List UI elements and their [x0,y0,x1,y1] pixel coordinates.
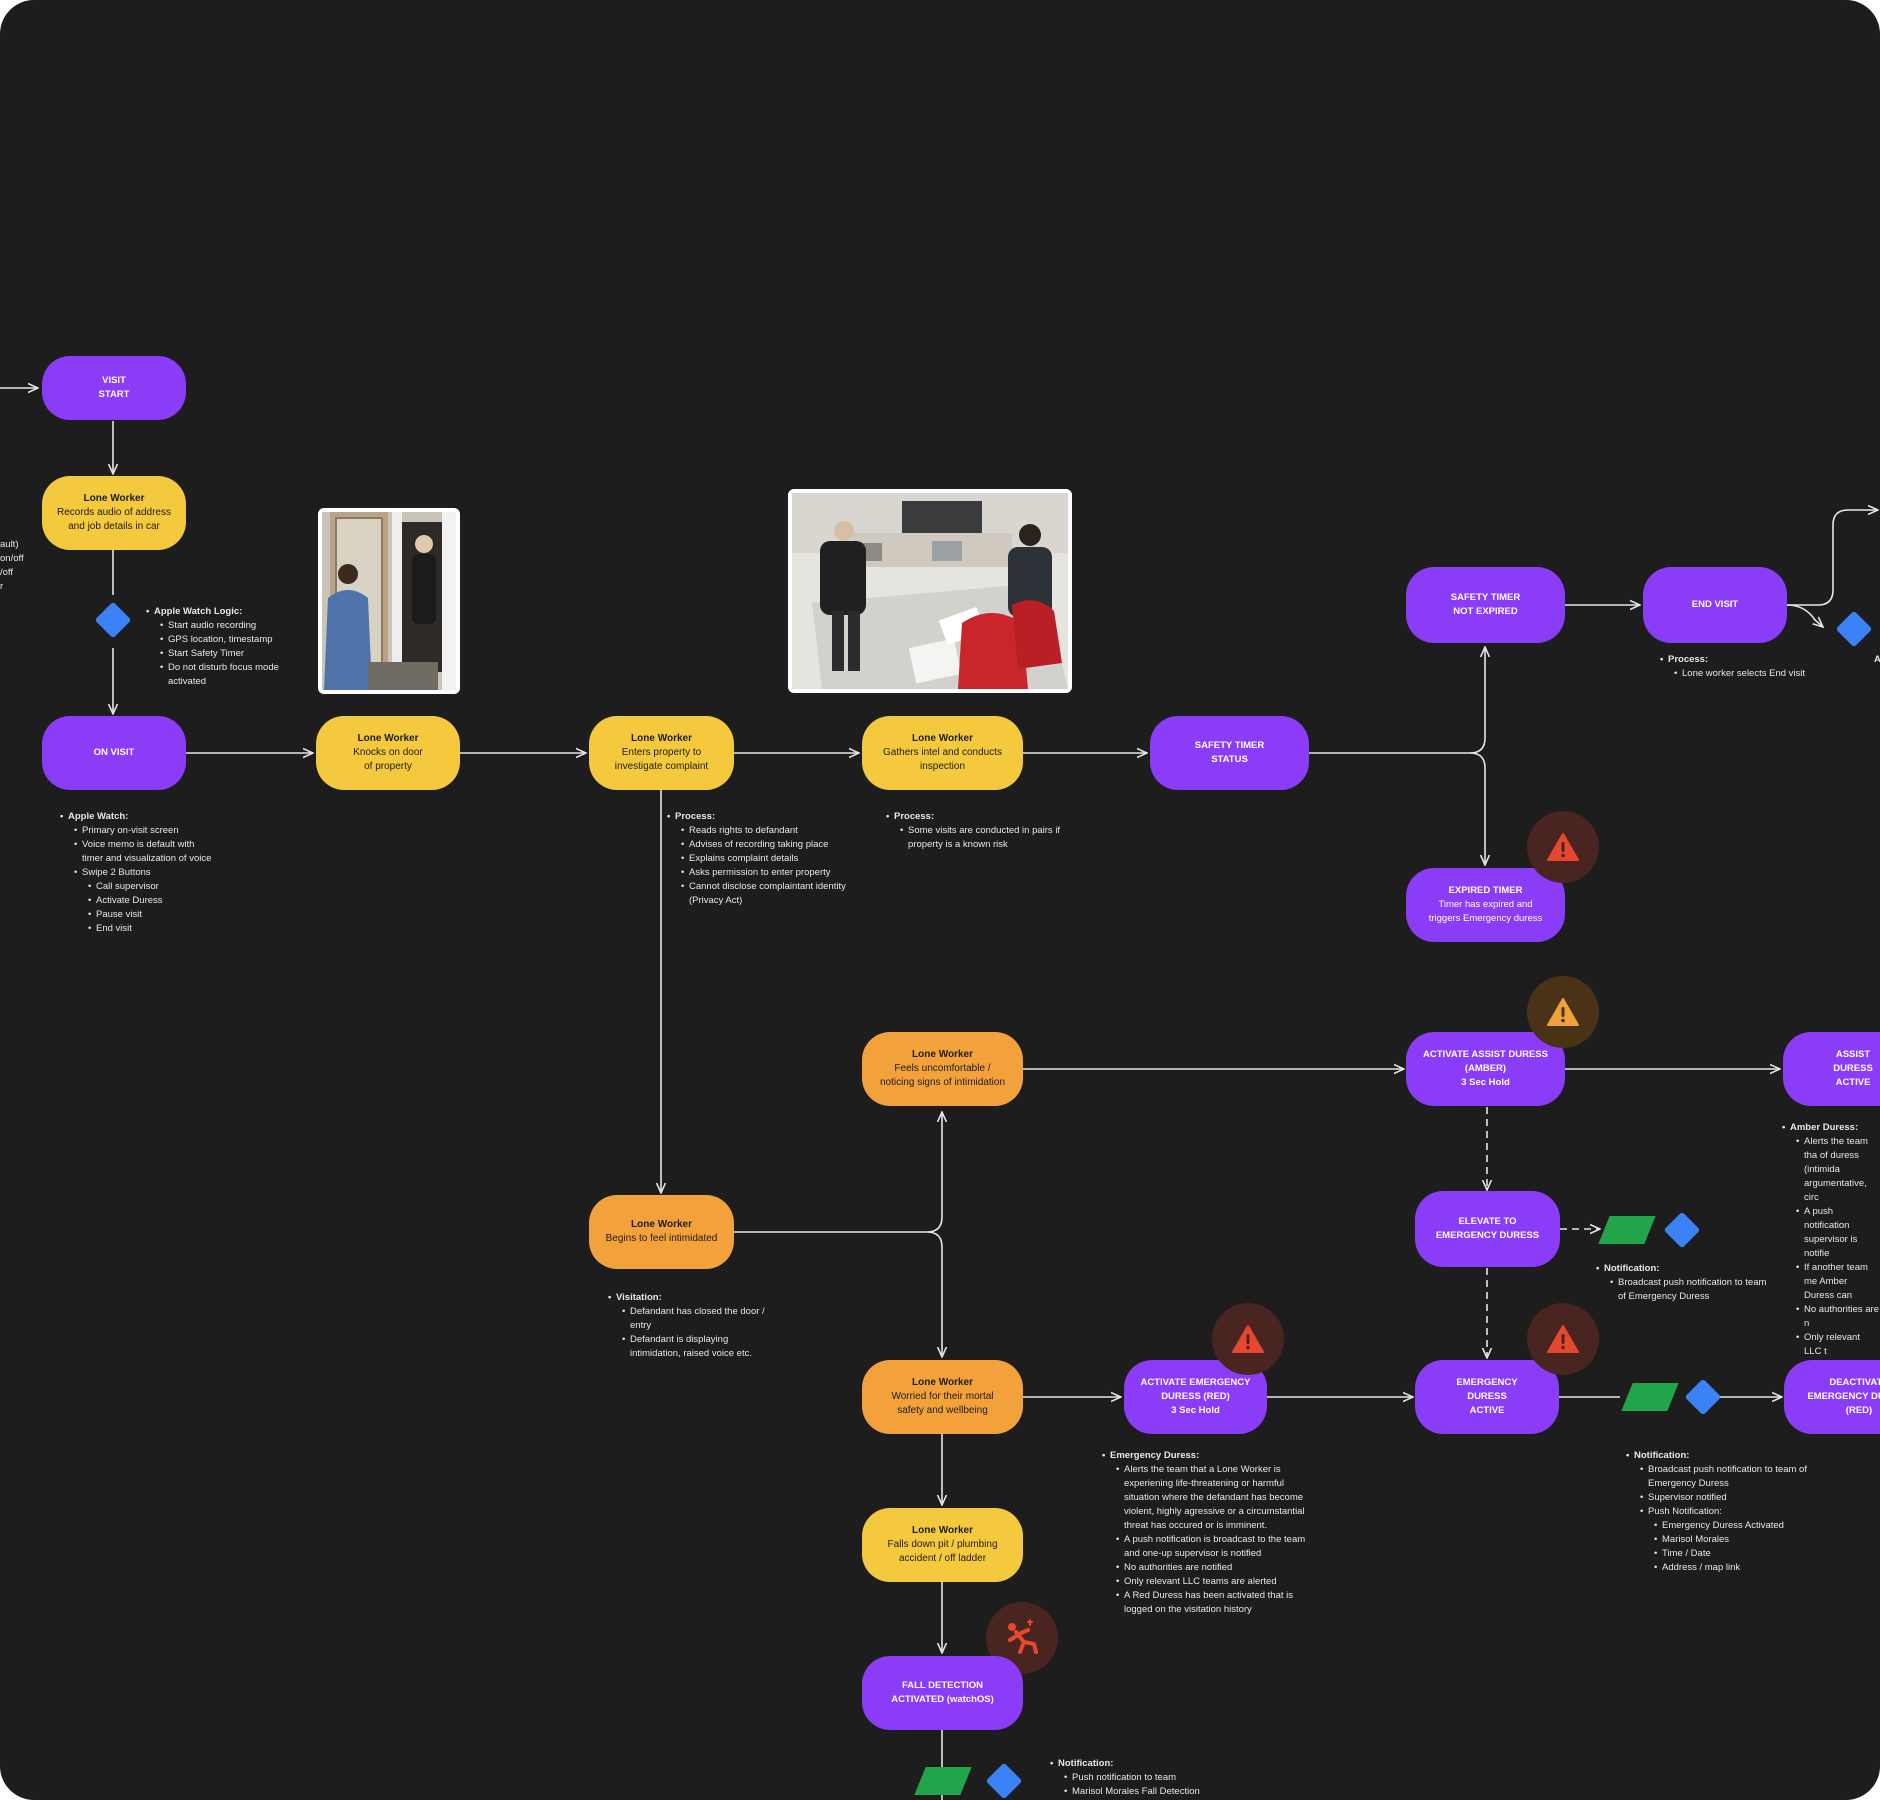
lone-worker-knocks-node[interactable]: Lone Worker Knocks on door of property [316,716,460,790]
warning-triangle-icon [1212,1303,1284,1375]
activate-assist-duress-node[interactable]: ACTIVATE ASSIST DURESS (AMBER) 3 Sec Hol… [1406,1032,1565,1106]
process-end-note: Process: Lone worker selects End visit [1660,653,1848,681]
assist-duress-active-node[interactable]: ASSIST DURESS ACTIVE [1783,1032,1880,1106]
lone-worker-gathers-node[interactable]: Lone Worker Gathers intel and conducts i… [862,716,1023,790]
on-visit-node[interactable]: ON VISIT [42,716,186,790]
process-enter-note: Process: Reads rights to defandant Advis… [667,810,875,908]
door-photo [318,508,460,694]
notification-fall-note: Notification: Push notification to team … [1050,1757,1238,1799]
fall-detection-node[interactable]: FALL DETECTION ACTIVATED (watchOS) [862,1656,1023,1730]
notification-elevate-note: Notification: Broadcast push notificatio… [1596,1262,1774,1304]
warning-triangle-icon [1527,811,1599,883]
elevate-to-emergency-node[interactable]: ELEVATE TO EMERGENCY DURESS [1415,1191,1560,1267]
lone-worker-worried-node[interactable]: Lone Worker Worried for their mortal saf… [862,1360,1023,1434]
kitchen-photo [788,489,1072,693]
warning-triangle-icon [1527,1303,1599,1375]
end-visit-node[interactable]: END VISIT [1643,567,1787,643]
visit-start-node[interactable]: VISIT START [42,356,186,420]
amber-duress-note: Amber Duress: Alerts the team tha of dur… [1782,1121,1880,1359]
apple-watch-note: Apple Watch: Primary on-visit screen Voi… [60,810,218,936]
process-gather-note: Process: Some visits are conducted in pa… [886,810,1074,852]
safety-timer-not-expired-node[interactable]: SAFETY TIMER NOT EXPIRED [1406,567,1565,643]
visitation-note: Visitation: Defandant has closed the doo… [608,1291,766,1361]
expired-timer-node[interactable]: EXPIRED TIMER Timer has expired and trig… [1406,868,1565,942]
emergency-duress-active-node[interactable]: EMERGENCY DURESS ACTIVE [1415,1360,1559,1434]
apple-watch-logic-note: Apple Watch Logic: Start audio recording… [146,605,314,689]
emergency-duress-note: Emergency Duress: Alerts the team that a… [1102,1449,1310,1617]
safety-timer-status-node[interactable]: SAFETY TIMER STATUS [1150,716,1309,790]
left-cropped-note: ault) on/off /off r [0,539,24,592]
lone-worker-records-node[interactable]: Lone Worker Records audio of address and… [42,476,186,550]
warning-triangle-icon [1527,976,1599,1048]
lone-worker-falls-node[interactable]: Lone Worker Falls down pit / plumbing ac… [862,1508,1023,1582]
lone-worker-uncomfortable-node[interactable]: Lone Worker Feels uncomfortable / notici… [862,1032,1023,1106]
lone-worker-enters-node[interactable]: Lone Worker Enters property to investiga… [589,716,734,790]
lone-worker-intimidated-node[interactable]: Lone Worker Begins to feel intimidated [589,1195,734,1269]
notification-active-note: Notification: Broadcast push notificatio… [1626,1449,1814,1575]
right-cropped-note: A [1874,654,1880,665]
